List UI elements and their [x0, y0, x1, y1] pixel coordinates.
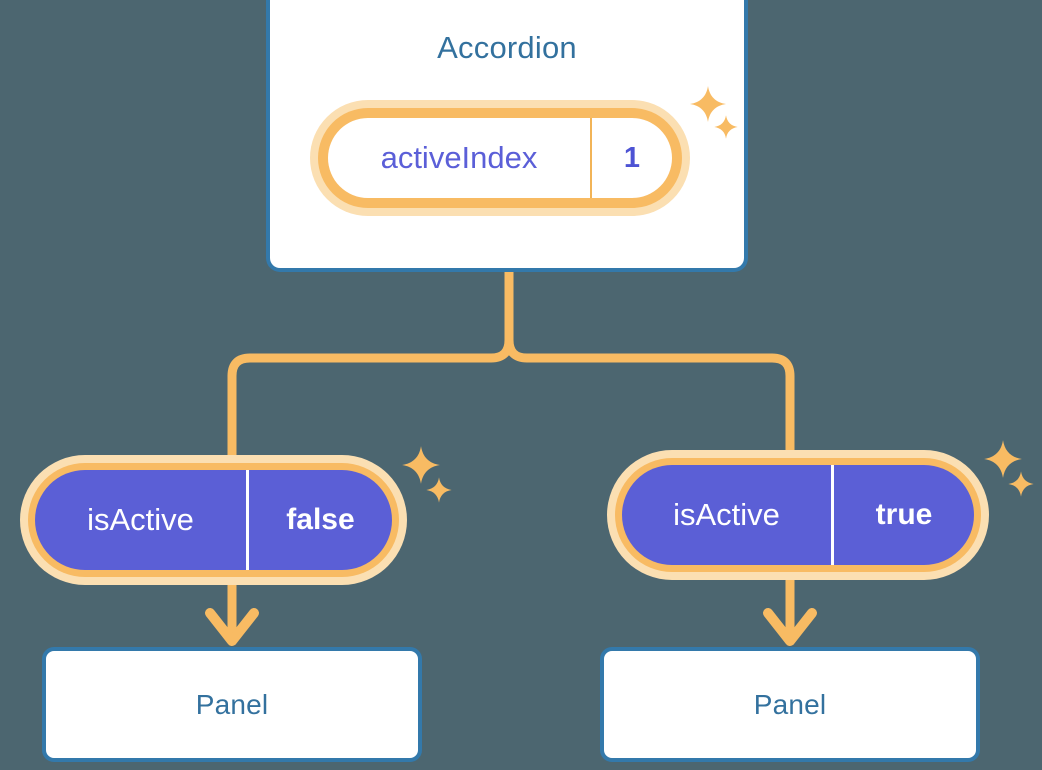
card-title: Panel	[195, 689, 269, 720]
state-value: true	[875, 498, 933, 531]
card-title: Accordion	[437, 30, 577, 65]
state-value: 1	[623, 141, 641, 174]
state-key: isActive	[35, 470, 249, 570]
pill-body: isActive false	[35, 470, 392, 570]
card-title: Panel	[753, 689, 827, 720]
pill-body: isActive true	[622, 465, 974, 565]
sparkle-icon	[984, 440, 1022, 478]
component-card-panel-left[interactable]: Panel	[42, 647, 422, 762]
state-value: false	[286, 503, 355, 536]
state-key: isActive	[622, 465, 834, 565]
sparkle-small-icon	[426, 477, 452, 503]
sparkle-icon	[402, 446, 440, 484]
sparkle-small-icon	[1008, 471, 1034, 497]
component-card-panel-right[interactable]: Panel	[600, 647, 980, 762]
state-key: activeIndex	[328, 118, 592, 198]
pill-body: activeIndex 1	[328, 118, 672, 198]
